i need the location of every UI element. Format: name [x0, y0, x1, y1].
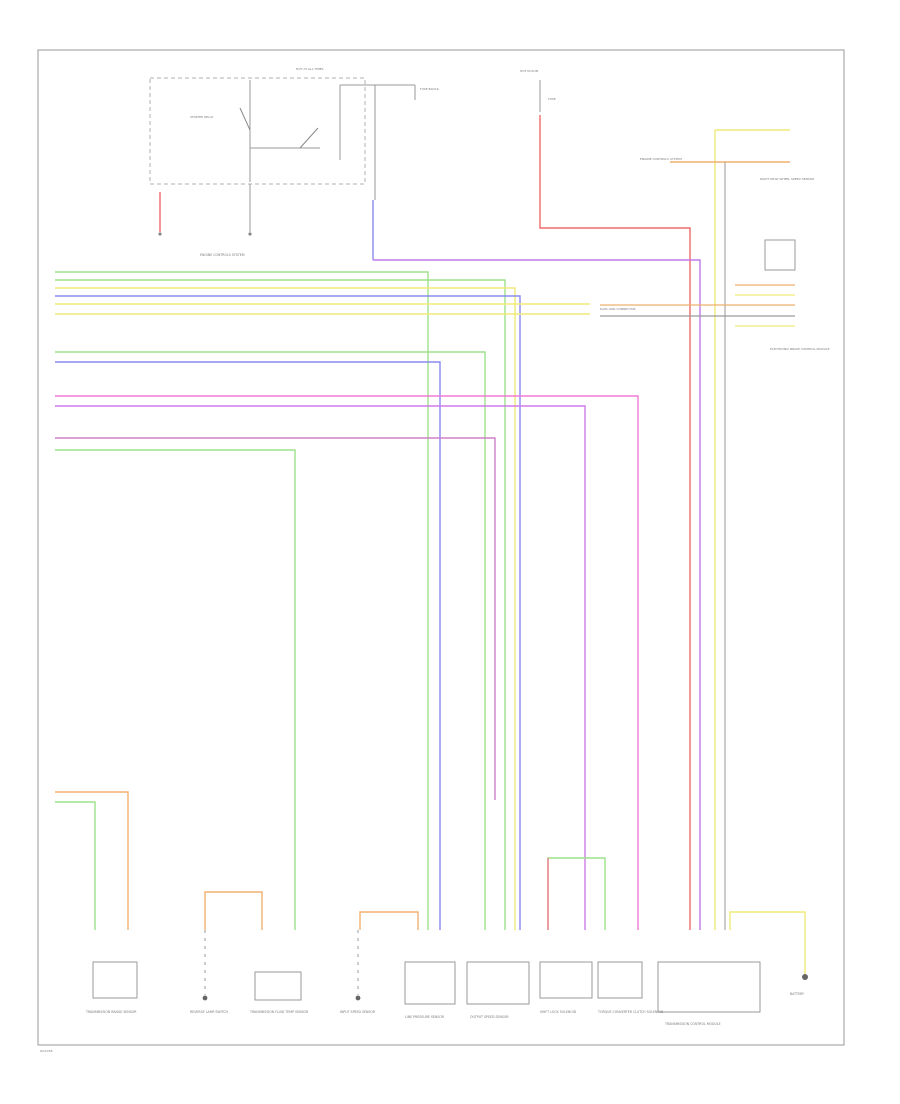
diagram-border — [37, 49, 845, 1046]
relay-name: STARTER RELAY — [190, 115, 214, 119]
hot-in-run-label: HOT IN RUN — [520, 69, 538, 73]
battery-wire — [729, 911, 806, 975]
bus-green-2 — [55, 279, 506, 930]
component-box — [597, 961, 643, 999]
component-label: OUTPUT SPEED SENSOR — [470, 1015, 509, 1019]
ground-dot — [355, 995, 361, 1001]
component-label: TRANSMISSION RANGE SENSOR — [85, 1010, 137, 1014]
bus-mauve — [55, 437, 496, 800]
right-comp-1: RIGHT REAR WHEEL SPEED SENSOR — [760, 177, 814, 181]
engine-controls-label: ENGINE CONTROLS SYSTEM — [200, 253, 245, 257]
fuse-label: FUSE — [548, 97, 556, 101]
component-label: INPUT SPEED SENSOR — [340, 1010, 376, 1014]
right-comp-2: ELECTRONIC BRAKE CONTROL MODULE — [770, 347, 830, 351]
bus-blue-2 — [55, 361, 441, 930]
reverse-switch-wire — [204, 891, 263, 930]
component-label: REVERSE LAMP SWITCH — [190, 1010, 229, 1014]
component-label: TRANSMISSION FLUID TEMP SENSOR — [249, 1010, 309, 1014]
bus-blue — [55, 295, 521, 930]
bus-green-4 — [55, 449, 296, 930]
splice-dot — [158, 232, 162, 236]
component-box — [404, 961, 456, 1005]
splice-dot — [248, 232, 252, 236]
relay-box — [149, 77, 366, 185]
tcm-box — [657, 961, 761, 1013]
bus-green-3 — [55, 351, 486, 930]
shift-lock-wire — [547, 857, 606, 930]
battery-terminal — [802, 974, 808, 980]
component-box — [254, 971, 302, 1001]
red-power-wire — [539, 115, 691, 930]
fuse-block-label: FUSE BLOCK — [420, 87, 440, 91]
component-box — [466, 961, 530, 1005]
bottom-orange-wire — [55, 791, 129, 930]
bus-green-1 — [55, 271, 429, 930]
component-label: TORQUE CONVERTER CLUTCH SOLENOID — [597, 1010, 664, 1014]
component-label: LINE PRESSURE SENSOR — [405, 1015, 445, 1019]
footer-code: W11456 — [40, 1049, 53, 1053]
relay-coil — [239, 107, 251, 131]
relay-switch-contact — [299, 127, 319, 149]
bus-violet — [55, 405, 586, 930]
component-label: TRANSMISSION CONTROL MODULE — [664, 1022, 721, 1026]
bottom-green-wire — [55, 801, 96, 930]
bus-yellow-1 — [55, 287, 516, 930]
ground-dot — [202, 995, 208, 1001]
component-label: BATTERY — [790, 992, 804, 996]
right-connector — [764, 239, 796, 271]
top-right-comp: ENGINE CONTROLS SYSTEM — [640, 157, 682, 161]
violet-wire — [373, 259, 701, 930]
component-box — [539, 961, 593, 999]
component-label: SHIFT LOCK SOLENOID — [540, 1010, 577, 1014]
data-link-label: DATA LINK CONNECTOR — [600, 307, 636, 311]
hot-at-all-times-left: HOT AT ALL TIMES — [296, 67, 324, 71]
bus-pink-1 — [55, 395, 639, 930]
component-box — [92, 961, 138, 999]
input-sensor-wire — [359, 911, 419, 930]
